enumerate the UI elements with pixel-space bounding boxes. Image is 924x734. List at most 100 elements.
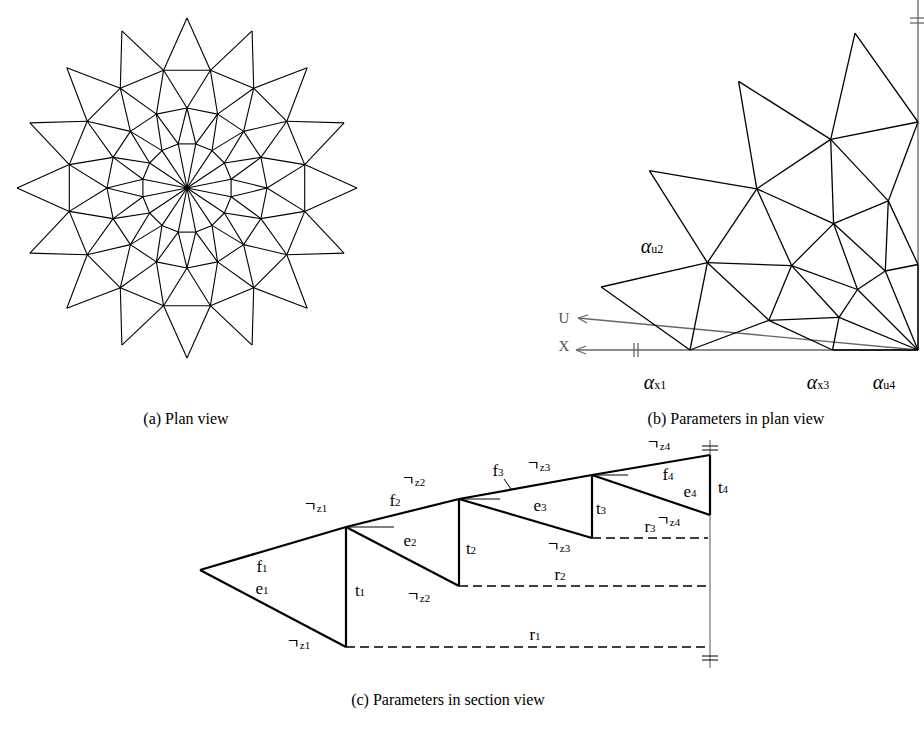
x-axis-arrow bbox=[576, 346, 586, 354]
member-t4 bbox=[709, 455, 711, 515]
dome-member bbox=[17, 188, 69, 211]
radius-r2 bbox=[459, 585, 708, 587]
dome-member bbox=[287, 211, 305, 254]
dome-member bbox=[917, 265, 918, 351]
member-label: t3 bbox=[595, 500, 607, 517]
dome-member bbox=[267, 188, 305, 211]
dome-member bbox=[162, 151, 187, 188]
axis-tick bbox=[910, 22, 924, 23]
dome-member bbox=[769, 266, 792, 321]
panel-caption: (c) Parameters in section view bbox=[351, 692, 545, 708]
dome-member bbox=[178, 143, 196, 144]
dome-member bbox=[120, 288, 122, 345]
angle-label: z2 bbox=[420, 593, 430, 604]
angle-label: αx1 bbox=[642, 372, 669, 392]
panel-caption: (b) Parameters in plan view bbox=[648, 411, 825, 427]
dome-member bbox=[67, 68, 87, 122]
dome-member bbox=[707, 263, 791, 266]
member-label: r2 bbox=[553, 566, 566, 583]
dome-member bbox=[178, 108, 187, 144]
dome-member bbox=[210, 306, 252, 345]
member-f2 bbox=[346, 499, 459, 527]
dome-member bbox=[107, 157, 113, 188]
dome-member bbox=[113, 213, 150, 219]
dome-member bbox=[212, 131, 244, 150]
dome-member bbox=[113, 157, 143, 179]
section-illustration bbox=[200, 440, 718, 668]
dome-member bbox=[156, 232, 178, 262]
dome-member bbox=[601, 287, 690, 350]
dome-member bbox=[30, 123, 69, 165]
dome-member bbox=[244, 121, 287, 131]
member-label: e2 bbox=[402, 532, 417, 549]
axis-tick bbox=[702, 660, 718, 661]
dome-member bbox=[156, 114, 162, 151]
member-f1 bbox=[200, 527, 346, 570]
dome-member bbox=[244, 131, 261, 157]
dome-member bbox=[210, 70, 217, 114]
dome-member bbox=[210, 288, 253, 306]
dome-member bbox=[888, 201, 918, 265]
dome-member bbox=[164, 70, 211, 71]
dome-member bbox=[187, 70, 210, 108]
dome-member bbox=[178, 188, 187, 232]
dome-member bbox=[231, 179, 232, 197]
radius-lines bbox=[346, 538, 708, 647]
dome-member bbox=[120, 70, 163, 88]
dome-member bbox=[244, 245, 254, 288]
dome-member bbox=[187, 18, 210, 70]
dome-member bbox=[69, 165, 70, 212]
member-t1 bbox=[345, 527, 347, 647]
axis-label: U bbox=[558, 311, 571, 326]
dome-member bbox=[196, 232, 218, 262]
dome-member bbox=[69, 165, 107, 188]
dome-member bbox=[218, 88, 254, 114]
dome-member bbox=[130, 131, 162, 150]
reference-line bbox=[592, 475, 628, 476]
dome-member bbox=[305, 188, 357, 211]
angle-label: αu2 bbox=[639, 236, 666, 256]
dome-member bbox=[156, 70, 163, 114]
dome-member bbox=[254, 255, 287, 288]
axis-tick bbox=[702, 656, 718, 657]
dome-member bbox=[120, 31, 122, 88]
dome-member bbox=[792, 266, 858, 290]
angle-label: z4 bbox=[660, 441, 670, 452]
dome-member bbox=[122, 31, 164, 70]
u-axis bbox=[578, 318, 918, 350]
reference-lines bbox=[346, 475, 628, 527]
dome-member bbox=[287, 121, 305, 164]
dome-member bbox=[69, 211, 113, 218]
dome-member bbox=[769, 320, 833, 350]
member-e2 bbox=[346, 527, 459, 586]
dome-member bbox=[120, 262, 156, 288]
angle-label: z3 bbox=[560, 543, 570, 554]
dome-member bbox=[187, 188, 212, 225]
u-axis-arrow bbox=[578, 315, 588, 323]
truss-members bbox=[200, 455, 710, 647]
dome-member bbox=[304, 165, 305, 212]
member-label: e4 bbox=[682, 483, 697, 500]
dome-member bbox=[187, 268, 210, 306]
dome-member bbox=[212, 213, 224, 225]
reference-line bbox=[346, 527, 394, 528]
dome-member bbox=[231, 179, 267, 188]
dome-member bbox=[187, 188, 231, 197]
dome-member bbox=[69, 121, 87, 164]
axis-tick bbox=[910, 17, 924, 18]
dome-member bbox=[858, 290, 919, 351]
dome-member bbox=[739, 81, 831, 139]
axis-tick bbox=[702, 450, 718, 451]
dome-member bbox=[187, 262, 218, 268]
dome-member bbox=[156, 114, 178, 144]
dome-member bbox=[142, 179, 143, 197]
dome-member bbox=[162, 144, 178, 151]
dome-member bbox=[187, 108, 218, 114]
dome-member bbox=[150, 188, 187, 213]
member-e3 bbox=[459, 499, 592, 538]
dome-member bbox=[150, 151, 162, 163]
dome-member bbox=[261, 211, 305, 218]
angle-mark bbox=[306, 504, 314, 510]
dome-member bbox=[831, 139, 834, 223]
member-f3 bbox=[459, 475, 592, 499]
